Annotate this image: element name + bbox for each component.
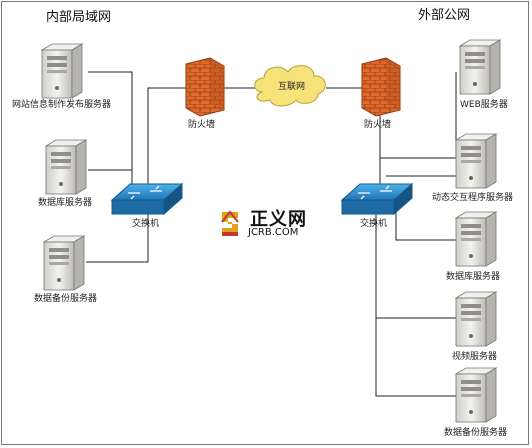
link-internal-server-2: [88, 169, 133, 188]
cloud-label: 互联网: [278, 82, 306, 92]
firewall-right-label: 防火墙: [364, 120, 392, 130]
internal-server-2-icon: [44, 139, 88, 195]
internal-server-3-icon: [42, 235, 86, 291]
region-internal-title: 内部局域网: [46, 10, 112, 25]
external-server-label-2: 动态交互程序服务器: [432, 193, 514, 203]
firewall-left: [185, 57, 225, 117]
logo-emblem-icon: [218, 208, 244, 238]
region-external-title: 外部公网: [418, 8, 471, 23]
switch-left-label: 交换机: [132, 219, 160, 229]
external-server-2-icon: [454, 133, 498, 189]
external-server-label-1: WEB服务器: [460, 100, 508, 110]
link-internal-server-1: [88, 71, 133, 198]
internet-cloud: [254, 65, 326, 107]
external-server-3-icon: [454, 211, 498, 267]
external-server-label-5: 数据备份服务器: [444, 428, 508, 438]
switch-left: [110, 182, 184, 216]
internal-server-label-1: 网站信息制作发布服务器: [12, 100, 112, 110]
firewall-right: [361, 57, 401, 117]
servers: [40, 39, 502, 423]
external-server-label-4: 视频服务器: [452, 352, 498, 362]
external-server-5-icon: [454, 367, 498, 423]
external-server-1-icon: [458, 39, 502, 95]
connection-lines: [86, 71, 457, 397]
firewall-left-label: 防火墙: [188, 120, 216, 130]
link-internal-server-3: [86, 214, 149, 263]
internal-server-label-2: 数据库服务器: [38, 198, 93, 208]
switch-right-label: 交换机: [360, 219, 388, 229]
external-server-label-3: 数据库服务器: [446, 272, 501, 282]
internal-server-1-icon: [40, 43, 84, 99]
logo-sub-text: JCRB.COM: [248, 227, 299, 238]
link-switch-firewall-left: [147, 87, 186, 188]
logo-main-text: 正义网: [250, 209, 307, 230]
switch-right: [340, 182, 414, 216]
internal-server-label-3: 数据备份服务器: [34, 294, 98, 304]
link-external-backup: [375, 214, 456, 397]
logo: 正义网 JCRB.COM: [218, 205, 318, 241]
external-server-4-icon: [454, 291, 498, 347]
